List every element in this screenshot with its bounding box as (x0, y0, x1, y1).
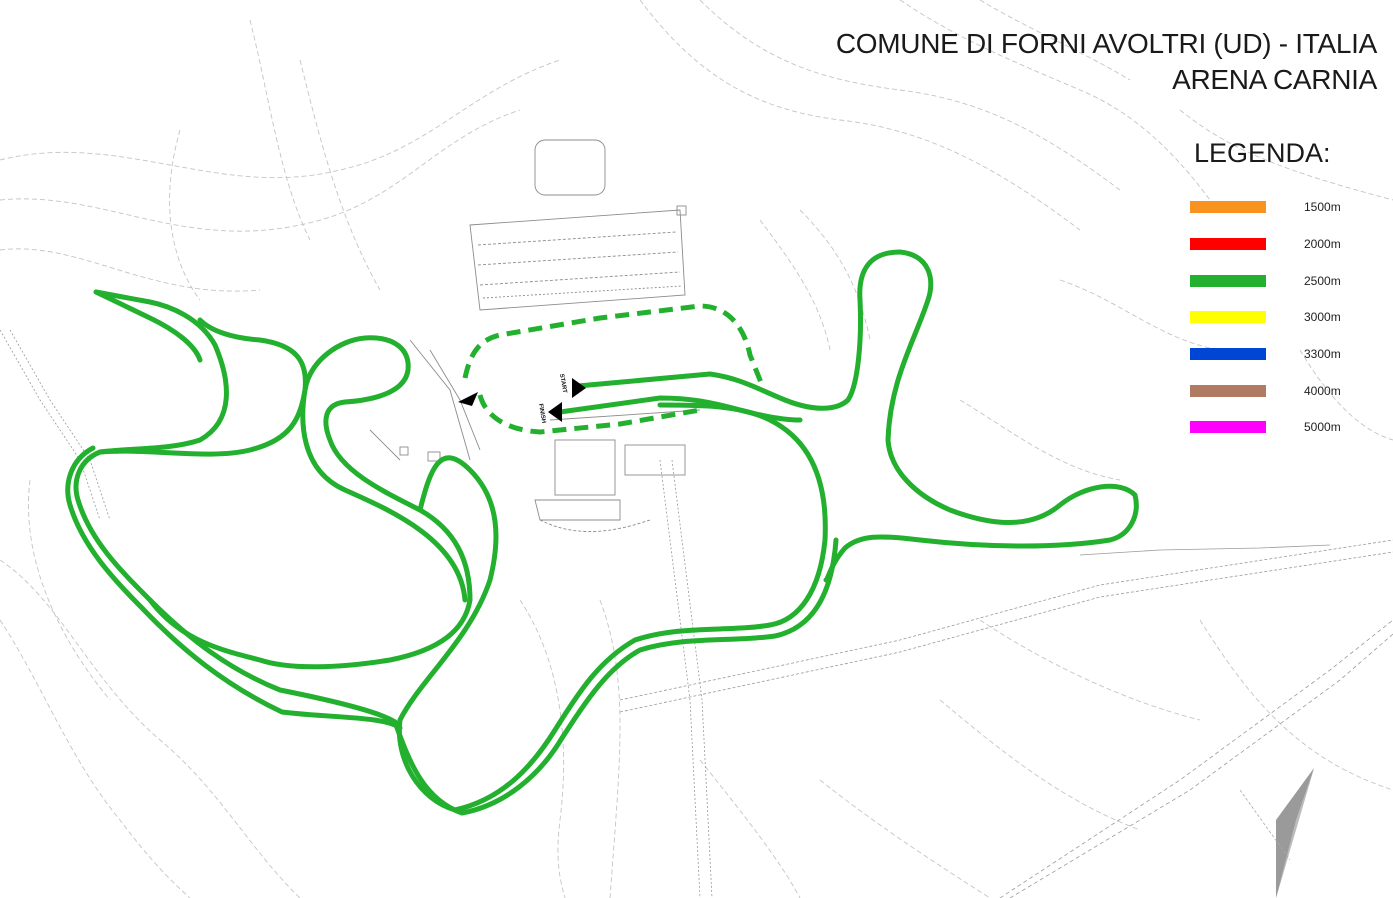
legend-label: 5000m (1304, 420, 1341, 435)
legend-label: 2500m (1304, 273, 1341, 288)
legend-swatch (1190, 421, 1266, 434)
service-building (624, 444, 686, 476)
north-arrow-icon (1239, 768, 1314, 898)
legend-label: 2000m (1304, 237, 1341, 252)
legend-item: 3000m (1186, 299, 1366, 336)
shooting-range (469, 209, 686, 311)
title-line-1: COMUNE DI FORNI AVOLTRI (UD) - ITALIA (835, 28, 1377, 59)
stadium-structures (369, 139, 701, 532)
legend-label: 3300m (1304, 347, 1341, 362)
legend-item: 2500m (1186, 262, 1366, 299)
legend: LEGENDA: 1500m 2000m 2500m 3000m 3300m 4000m 5… (1186, 138, 1366, 446)
direction-arrow-icon (458, 392, 478, 406)
parking-area (534, 139, 606, 196)
legend-swatch (1190, 274, 1266, 287)
legend-item: 5000m (1186, 409, 1366, 446)
legend-item: 3300m (1186, 336, 1366, 373)
legend-swatch (1190, 384, 1266, 397)
finish-label: FINISH (537, 403, 546, 423)
legend-swatch (1190, 311, 1266, 324)
start-finish-markers: START FINISH (458, 373, 586, 424)
road-lines (0, 329, 1393, 898)
track-2500m (65, 249, 1139, 816)
legend-swatch (1190, 348, 1266, 361)
track-dashed-loop (462, 303, 765, 435)
legend-item: 2000m (1186, 226, 1366, 263)
start-label: START (558, 373, 567, 394)
legend-swatch (1190, 201, 1266, 214)
legend-item: 4000m (1186, 372, 1366, 409)
legend-swatch (1190, 238, 1266, 251)
map-title: COMUNE DI FORNI AVOLTRI (UD) - ITALIA AR… (836, 26, 1377, 98)
start-arrow-icon (572, 378, 586, 398)
legend-title: LEGENDA: (1194, 138, 1331, 168)
legend-item: 1500m (1186, 189, 1366, 226)
legend-label: 1500m (1304, 200, 1341, 215)
legend-label: 4000m (1304, 383, 1341, 398)
title-line-2: ARENA CARNIA (1172, 64, 1377, 95)
legend-label: 3000m (1304, 310, 1341, 325)
finish-arrow-icon (548, 402, 562, 422)
service-building (554, 439, 616, 496)
